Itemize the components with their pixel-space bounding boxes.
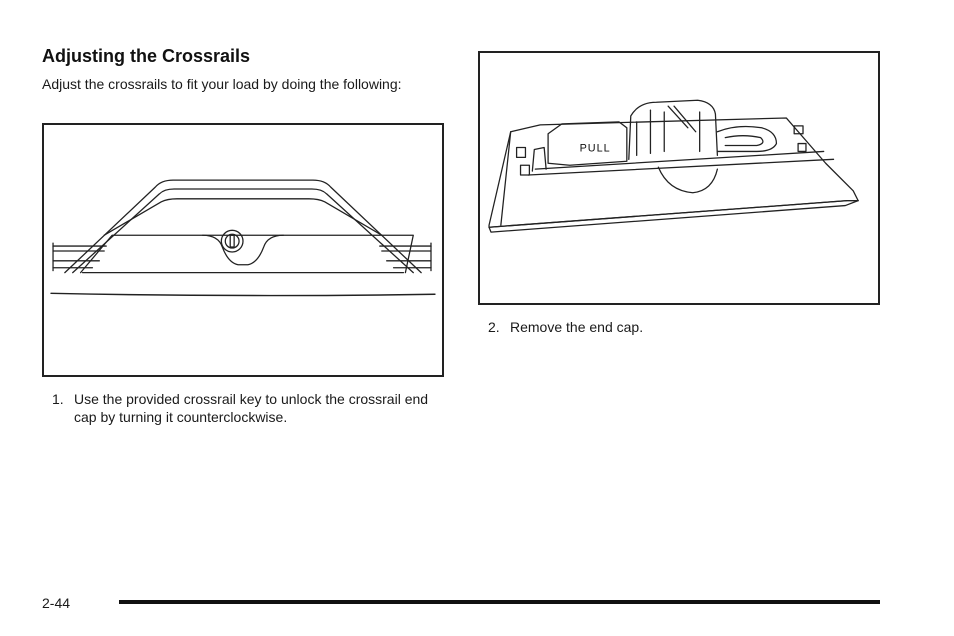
step-text: Use the provided crossrail key to unlock… — [74, 391, 429, 425]
section-heading: Adjusting the Crossrails — [42, 46, 251, 66]
pull-label: PULL — [580, 142, 611, 154]
step-number: 2. — [488, 319, 500, 335]
step-1: 1. Use the provided crossrail key to unl… — [52, 390, 432, 426]
end-cap-removed-illustration: PULL — [478, 51, 880, 305]
step-text: Remove the end cap. — [510, 319, 644, 335]
step-number: 1. — [52, 391, 64, 407]
intro-paragraph: Adjust the crossrails to fit your load b… — [42, 76, 402, 92]
page-number: 2-44 — [42, 595, 71, 611]
end-cap-lock-illustration — [42, 123, 444, 377]
step-2: 2. Remove the end cap. — [488, 318, 868, 336]
footer-rule — [119, 600, 880, 604]
